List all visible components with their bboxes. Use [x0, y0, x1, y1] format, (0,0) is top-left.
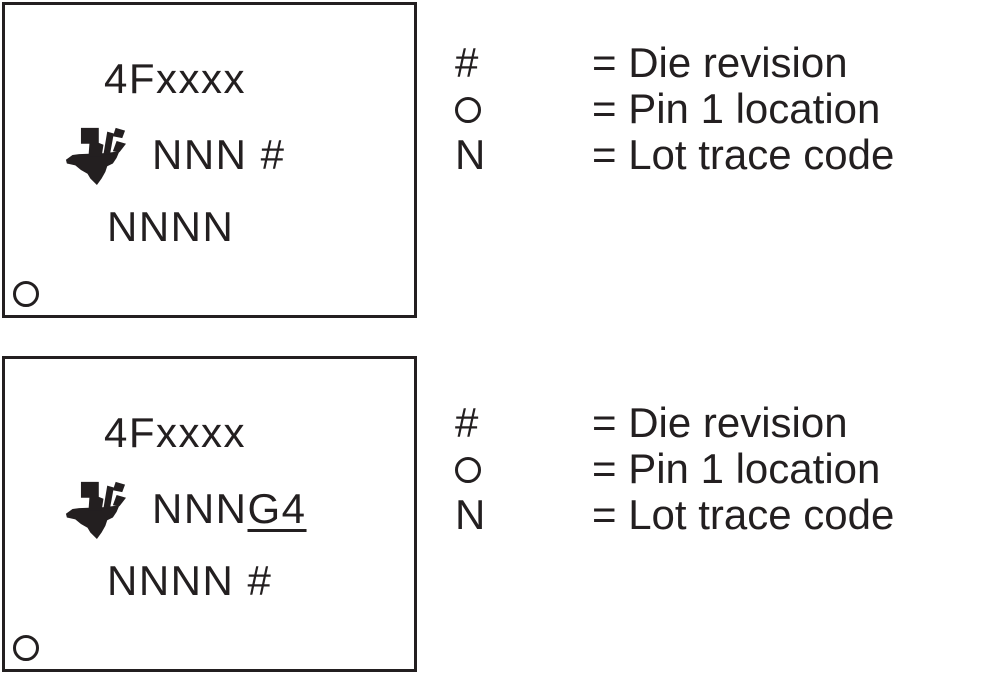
legend-definition: = Lot trace code [592, 131, 895, 178]
legend-symbol-circle [455, 86, 592, 132]
legend-symbol-n: N [455, 491, 486, 538]
pin1-circle-icon [13, 635, 39, 661]
marking-logo-row: NNN # [64, 124, 286, 186]
legend-definition: = Die revision [592, 399, 848, 446]
legend-definition: = Pin 1 location [592, 445, 881, 492]
package-outline-top: 4Fxxxx NNN # NNNN [2, 2, 417, 318]
legend-symbol-circle [455, 446, 592, 492]
pin1-circle-icon [13, 281, 39, 307]
marking-lot-trace-line: NNN # [152, 134, 286, 176]
legend-symbol-hash: # [455, 399, 479, 446]
marking-lot-trace-line2: NNNN # [107, 557, 273, 604]
legend-row-die-revision: # = Die revision [455, 400, 894, 446]
pin1-circle-icon [455, 457, 481, 483]
ti-logo-icon [65, 127, 126, 185]
marking-g4-suffix: G4 [247, 485, 307, 532]
legend-row-lot-trace: N = Lot trace code [455, 132, 894, 178]
marking-lot-trace-line: NNNG4 [152, 488, 307, 530]
legend-definition: = Pin 1 location [592, 85, 881, 132]
legend-row-lot-trace: N = Lot trace code [455, 492, 894, 538]
marking-lot-trace-text: NNN [152, 485, 248, 532]
legend-definition: = Lot trace code [592, 491, 895, 538]
legend-row-pin1-location: = Pin 1 location [455, 86, 894, 132]
legend-row-pin1-location: = Pin 1 location [455, 446, 894, 492]
marking-device-code: 4Fxxxx [104, 409, 247, 456]
marking-lot-trace-line2: NNNN [107, 203, 235, 250]
marking-lot-trace-text: NNN # [152, 131, 286, 178]
ti-logo-icon [65, 481, 126, 539]
marking-device-code: 4Fxxxx [104, 55, 247, 102]
marking-legend-bottom: # = Die revision = Pin 1 location N = Lo… [455, 400, 894, 538]
marking-legend-top: # = Die revision = Pin 1 location N = Lo… [455, 40, 894, 178]
package-outline-bottom: 4Fxxxx NNNG4 NNNN # [2, 356, 417, 672]
legend-symbol-hash: # [455, 39, 479, 86]
legend-symbol-n: N [455, 131, 486, 178]
legend-row-die-revision: # = Die revision [455, 40, 894, 86]
pin1-circle-icon [455, 97, 481, 123]
legend-definition: = Die revision [592, 39, 848, 86]
marking-logo-row: NNNG4 [64, 478, 307, 540]
